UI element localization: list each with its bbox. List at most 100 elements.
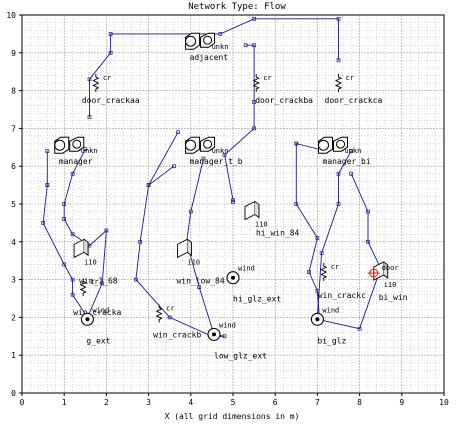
window-flap-icon [254, 201, 260, 219]
y-tick-label: 10 [6, 11, 16, 20]
node-name-label: manager [59, 157, 93, 166]
link-vertex-handle[interactable] [201, 156, 206, 161]
component-name-label: win_1_68 [79, 276, 118, 285]
link-vertex-handle[interactable] [336, 58, 341, 63]
link-vertex-handle[interactable] [336, 202, 341, 206]
link-vertex-handle[interactable] [357, 326, 362, 331]
link-vertex-handle[interactable] [243, 43, 248, 48]
link-vertex-handle[interactable] [252, 100, 256, 104]
link-vertex-handle[interactable] [315, 236, 320, 240]
unkn-node-ring-icon [185, 139, 197, 151]
link-vertex-handle[interactable] [146, 183, 151, 187]
link-vertex-handle[interactable] [100, 281, 105, 286]
link-vertex-handle[interactable] [336, 16, 341, 21]
link-vertex-handle[interactable] [197, 285, 202, 290]
node-manager-bi[interactable]: unkn manager_bi [318, 136, 371, 166]
node-name-label: manager_bi [323, 157, 371, 166]
link-vertex-handle[interactable] [83, 147, 88, 152]
link-vertex-handle[interactable] [87, 77, 92, 82]
flow-link-path[interactable] [89, 18, 339, 118]
link-vertex-handle[interactable] [172, 164, 176, 169]
link-vertex-handle[interactable] [108, 32, 113, 36]
link-vertex-handle[interactable] [70, 277, 75, 282]
node-type-label: unkn [345, 147, 362, 155]
flow-link-path[interactable] [42, 185, 88, 318]
component-type-label: cr [346, 74, 354, 82]
crack-icon [252, 74, 260, 93]
link-vertex-handle[interactable] [41, 221, 45, 225]
link-vertex-handle[interactable] [349, 149, 354, 153]
link-vertex-handle[interactable] [222, 334, 227, 339]
unkn-node-icon [185, 136, 201, 154]
link-vertex-handle[interactable] [138, 239, 143, 244]
flow-link-path[interactable] [295, 143, 320, 320]
link-vertex-handle[interactable] [252, 126, 256, 131]
link-vertex-handle[interactable] [167, 315, 172, 320]
flow-link-path[interactable] [63, 148, 107, 318]
flow-link-path[interactable] [224, 44, 255, 203]
link-vertex-handle[interactable] [70, 171, 75, 176]
link-vertex-handle[interactable] [252, 43, 256, 48]
link-vertex-handle[interactable] [62, 202, 67, 206]
link-vertex-handle[interactable] [87, 115, 92, 119]
link-vertex-handle[interactable] [62, 217, 67, 221]
door-type-label: door [382, 264, 399, 272]
link-vertex-handle[interactable] [104, 228, 109, 233]
link-vertex-handle[interactable] [70, 232, 75, 237]
link-vertex-handle[interactable] [231, 198, 235, 203]
link-vertex-handle[interactable] [70, 292, 75, 297]
flow-link-path[interactable] [350, 173, 382, 269]
component-name-label: bi_win [379, 293, 408, 302]
flow-link-path[interactable] [316, 150, 352, 318]
flow-link-path[interactable] [317, 268, 382, 330]
unkn-node-ring-icon [54, 139, 66, 151]
link-vertex-handle[interactable] [134, 277, 138, 282]
link-vertex-handle[interactable] [349, 171, 354, 176]
link-vertex-handle[interactable] [62, 262, 67, 267]
component-type-label: cr [263, 74, 271, 82]
link-vertex-handle[interactable] [188, 209, 193, 214]
crack-icon [334, 74, 343, 93]
link-vertex-handle[interactable] [45, 183, 50, 187]
y-tick-label: 0 [11, 389, 16, 398]
link-vertex-handle[interactable] [252, 16, 256, 21]
link-vertex-handle[interactable] [218, 32, 223, 36]
link-vertex-handle[interactable] [176, 130, 180, 135]
link-vertex-handle[interactable] [222, 153, 227, 157]
y-tick-label: 5 [11, 200, 16, 209]
x-tick-label: 1 [62, 398, 67, 407]
link-vertex-handle[interactable] [294, 141, 299, 146]
link-vertex-handle[interactable] [294, 202, 299, 206]
link-vertex-handle[interactable] [231, 200, 235, 204]
node-type-label: wind [92, 306, 109, 314]
link-vertex-handle[interactable] [366, 239, 370, 244]
link-vertex-handle[interactable] [366, 209, 370, 214]
node-name-label: manager_t_b [190, 157, 243, 166]
link-vertex-handle[interactable] [108, 50, 113, 55]
flow-link-path[interactable] [148, 131, 179, 186]
link-vertex-handle[interactable] [45, 149, 50, 153]
link-vertex-handle[interactable] [319, 251, 324, 255]
link-vertex-handle[interactable] [336, 171, 341, 176]
component-type-label: cr [331, 263, 339, 271]
x-tick-label: 10 [439, 398, 449, 407]
link-vertex-handle[interactable] [307, 270, 311, 274]
flow-nodes: unknadjacentunknmanagerunknmanager_t_bun… [54, 32, 371, 360]
